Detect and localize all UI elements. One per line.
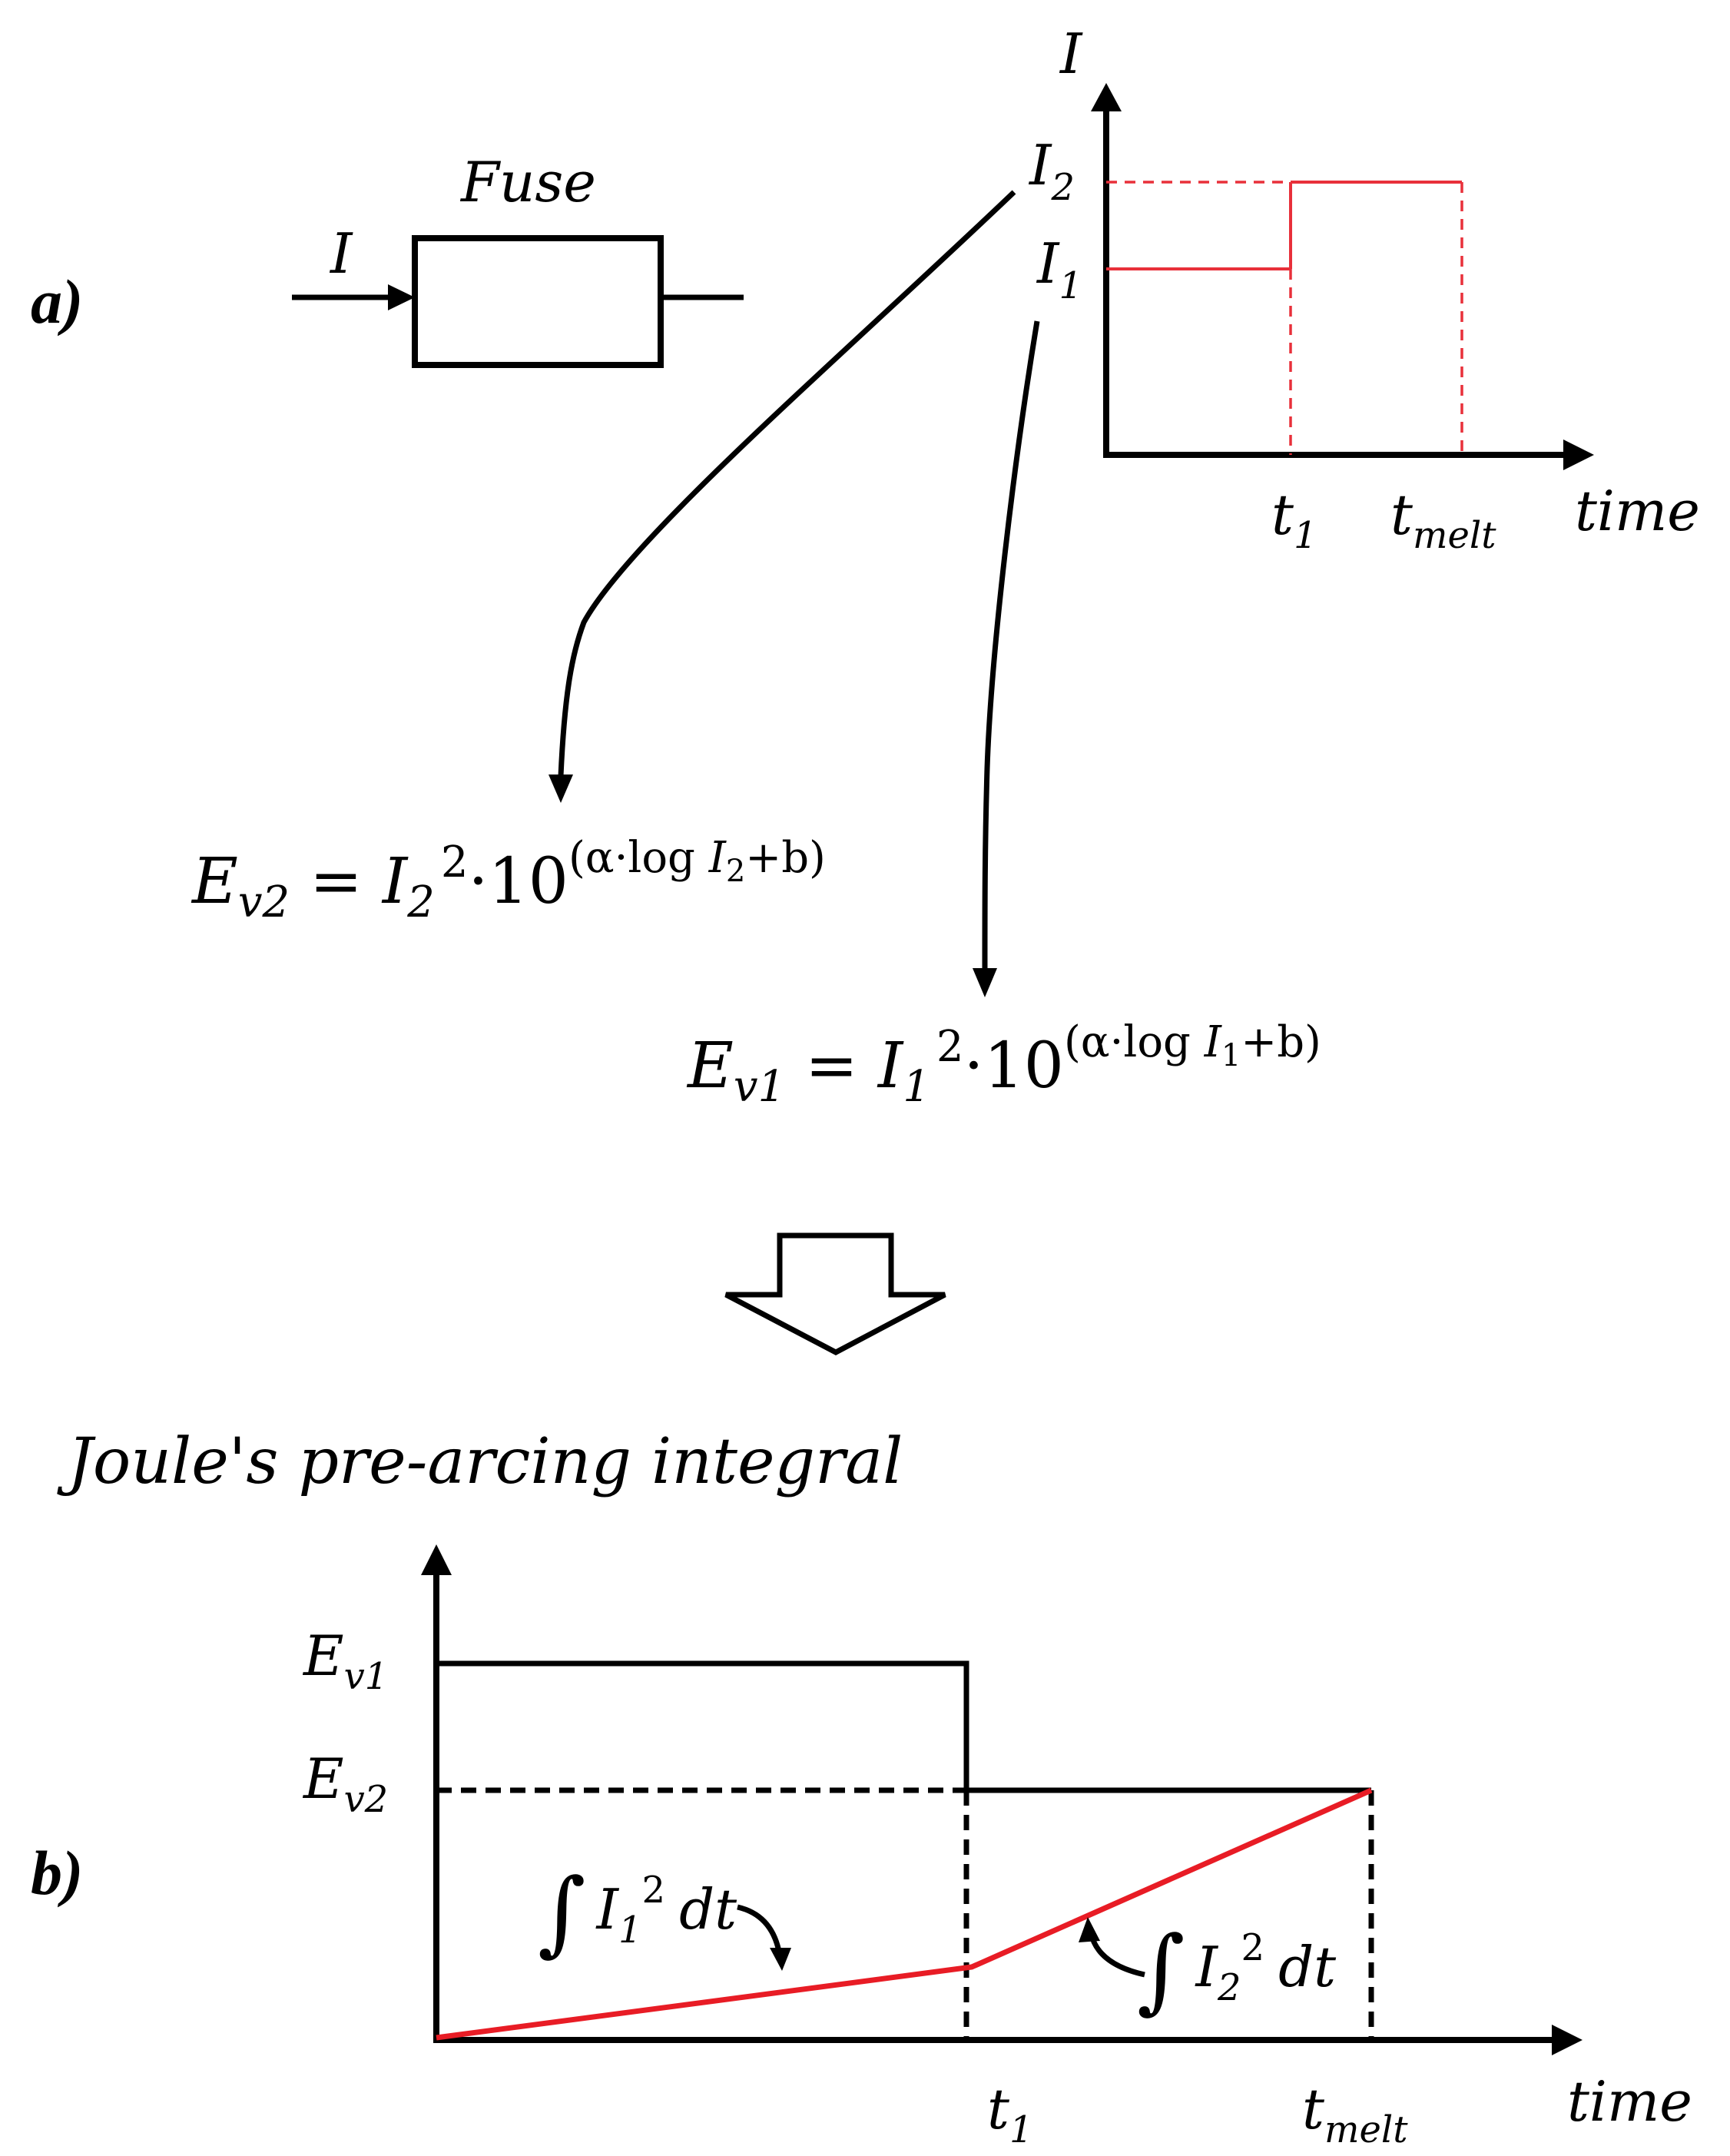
joule-integral-curve	[436, 1787, 1373, 2041]
i2-level-label: I2	[1028, 133, 1075, 209]
b-t1-label: t1	[987, 2077, 1032, 2151]
graph-y-axis-label: I	[1059, 22, 1083, 86]
ev2-label: Ev2	[302, 1746, 388, 1821]
fuse-label: Fuse	[459, 150, 596, 214]
fuse-symbol	[292, 235, 744, 368]
graph-t1-label: t1	[1271, 483, 1317, 557]
current-graph	[1091, 83, 1594, 470]
b-x-axis-label: time	[1567, 2069, 1692, 2134]
x-axis-arrow-icon	[1563, 439, 1594, 470]
transition-arrow-icon	[724, 1232, 946, 1355]
arrow-to-ev1	[982, 320, 1040, 969]
panel-b-label: b)	[31, 1838, 83, 1908]
b-tmelt-label: tmelt	[1302, 2077, 1408, 2151]
graph-x-axis-label: time	[1575, 479, 1700, 543]
integral-1-pointer-head-icon	[770, 1948, 791, 1971]
melting-energy-threshold	[436, 1660, 1371, 1793]
current-arrow-icon	[388, 284, 415, 310]
graph-tmelt-label: tmelt	[1390, 483, 1496, 557]
energy-graph	[421, 1544, 1583, 2055]
arrow-to-ev2-head-icon	[548, 775, 573, 803]
b-y-axis-arrow-icon	[421, 1544, 452, 1575]
i1-level-label: I1	[1036, 231, 1082, 307]
formula-ev2: Ev2=I22·10(α·log I2+b)	[191, 833, 826, 927]
arrow-to-ev2	[558, 190, 1016, 777]
input-current-label: I	[329, 221, 353, 286]
arrow-to-ev1-head-icon	[973, 968, 997, 997]
formula-ev1: Ev1=I12·10(α·log I1+b)	[686, 1017, 1321, 1112]
ev1-label: Ev1	[302, 1624, 388, 1698]
b-x-axis-arrow-icon	[1552, 2025, 1583, 2055]
fuse-body	[412, 235, 664, 368]
panel-a-label: a)	[31, 267, 83, 337]
integral-2-pointer-head-icon	[1079, 1917, 1100, 1942]
panel-b-title: Joule's pre-arcing integral	[57, 1425, 903, 1498]
y-axis-arrow-icon	[1091, 83, 1122, 111]
